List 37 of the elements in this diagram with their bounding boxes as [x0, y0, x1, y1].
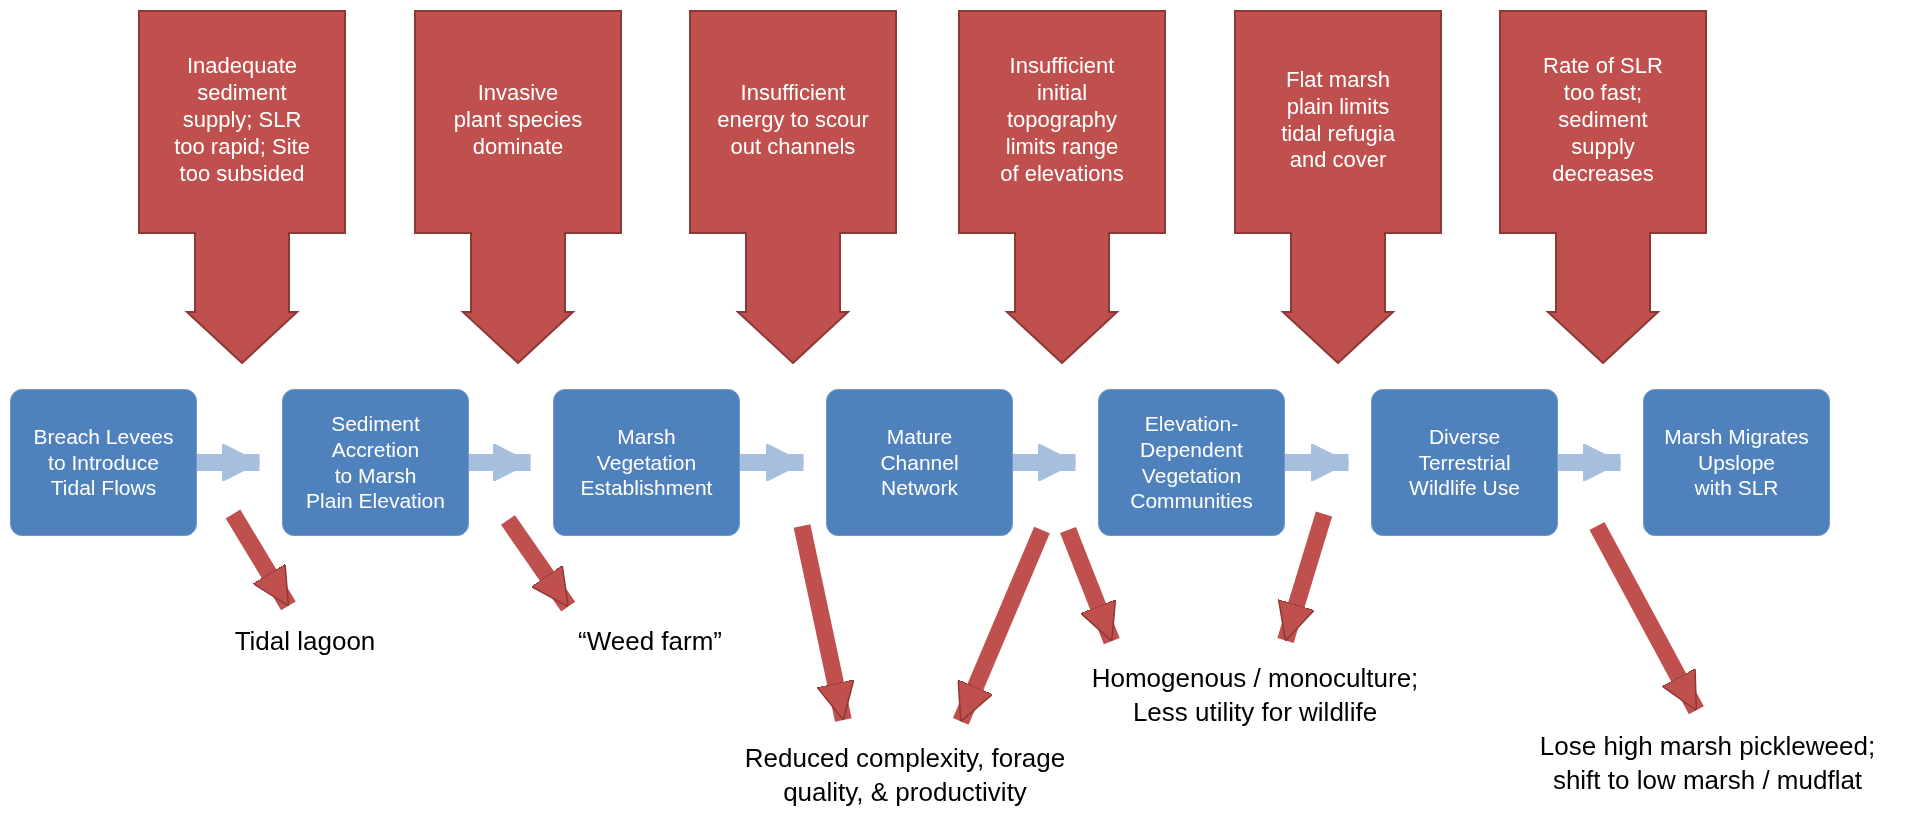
callout-text: Flat marsh plain limits tidal refugia and cover [1280, 65, 1396, 175]
arrow [793, 524, 855, 722]
arrow [952, 526, 1050, 725]
arrow [1060, 526, 1120, 645]
callout-text: Inadequate sediment supply; SLR too rapid; Site too subsided [173, 52, 311, 188]
arrow [1285, 443, 1350, 482]
process-box: Elevation-Dependent Vegetation Communities [1098, 389, 1285, 536]
callout-text: Insufficient initial topography limits range of elevations [999, 52, 1125, 188]
outcome-text: “Weed farm” [555, 625, 745, 665]
arrow [197, 443, 261, 482]
outcome-text: Homogenous / monoculture; Less utility for wildlife [1070, 662, 1440, 732]
callout-text: Invasive plant species dominate [452, 79, 584, 161]
callout-text: Insufficient energy to scour out channels [716, 79, 870, 161]
process-box: Breach Levees to Introduce Tidal Flows [10, 389, 197, 536]
process-box: Mature Channel Network [826, 389, 1013, 536]
outcome-text: Tidal lagoon [220, 625, 390, 665]
process-box: Marsh Vegetation Establishment [553, 389, 740, 536]
arrow [469, 443, 532, 482]
arrow [501, 515, 576, 612]
arrow [740, 443, 805, 482]
down-arrow-callout [689, 10, 897, 364]
process-box: Sediment Accretion to Marsh Plain Elevation [282, 389, 469, 536]
arrow [1013, 443, 1077, 482]
process-box: Marsh Migrates Upslope with SLR [1643, 389, 1830, 536]
outcome-text: Reduced complexity, forage quality, & productivity [700, 742, 1110, 814]
arrow [225, 509, 296, 611]
down-arrow-callout [414, 10, 622, 364]
down-arrow-callout [1499, 10, 1707, 364]
arrow [1558, 443, 1622, 482]
arrow [1589, 521, 1704, 715]
process-box: Diverse Terrestrial Wildlife Use [1371, 389, 1558, 536]
arrow [1277, 511, 1333, 643]
callout-text: Rate of SLR too fast; sediment supply decreases [1542, 52, 1664, 188]
down-arrow-callout [1234, 10, 1442, 364]
down-arrow-callout [958, 10, 1166, 364]
outcome-text: Lose high marsh pickleweed; shift to low marsh / mudflat [1525, 730, 1890, 802]
down-arrow-callout [138, 10, 346, 364]
